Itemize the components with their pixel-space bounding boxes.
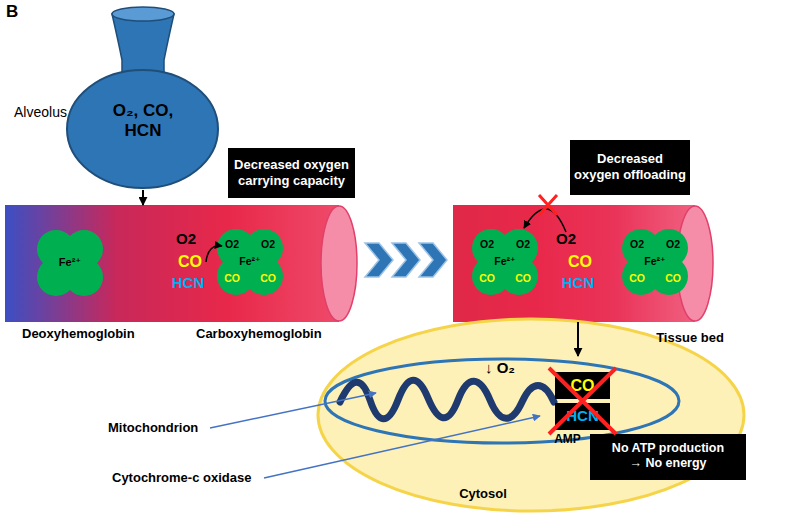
callout-text: No ATP production → No energy: [607, 441, 729, 471]
flow-arrow: [577, 322, 579, 356]
alveolus-circle: O₂, CO, HCN: [65, 68, 220, 190]
gas-label: CO: [255, 272, 281, 285]
inhibitor-box: HCN: [555, 403, 610, 430]
vessel-opening: [321, 206, 357, 321]
gas-label: O2: [546, 230, 586, 248]
inhibitor-box: CO: [555, 372, 610, 399]
callout-text: Decreased oxygen offloading: [573, 151, 687, 182]
hemoglobin-cluster: O2 O2Fe²⁺ CO CO: [214, 226, 286, 298]
gas-label: CO: [624, 272, 650, 285]
callout-text: Decreased oxygen carrying capacity: [231, 157, 352, 188]
callout-box: No ATP production → No energy: [590, 434, 746, 480]
oxygen-label: ↓ O₂: [470, 359, 530, 377]
vessel-body: [453, 205, 695, 322]
airway-rim: [112, 7, 174, 21]
gas-label: HCN: [163, 274, 213, 292]
chevron-arrow: [365, 243, 393, 277]
gas-label: O2: [660, 238, 686, 251]
mitochondrion-shape-fill: [325, 359, 679, 443]
gas-label: O2: [474, 238, 500, 251]
part-name: Carboxyhemoglobin: [196, 326, 322, 342]
iron-label: Fe²⁺: [235, 255, 265, 268]
part-name: Cytochrome-c oxidase: [112, 470, 251, 486]
part-name: Deoxyhemoglobin: [22, 326, 135, 342]
mitochondrion-shape: ↓ O₂ AMP CO HCN: [322, 356, 682, 446]
region-label: Tissue bed: [640, 330, 740, 346]
block-cross: [549, 368, 616, 434]
hemoglobin-cluster: O2 O2Fe²⁺ CO CO: [619, 226, 691, 298]
part-name: Alveolus: [14, 104, 67, 121]
block-cross: [539, 195, 557, 215]
gas-label: CO: [510, 272, 536, 285]
blood-vessel: O2CO HCN Fe²⁺ O2 O2Fe²⁺ CO CO: [5, 205, 357, 322]
gas-label: CO: [555, 376, 610, 395]
part-name: Mitochondrion: [108, 420, 198, 436]
crista-fold: [340, 380, 554, 419]
gas-label: O2: [166, 230, 206, 248]
gas-label: CO: [474, 272, 500, 285]
gas-label: CO: [660, 272, 686, 285]
binding-arrow: [206, 246, 222, 262]
gas-label: O2: [624, 238, 650, 251]
chevron-arrow: [392, 243, 420, 277]
region-label: Cytosol: [448, 486, 518, 502]
iron-label: Fe²⁺: [52, 256, 88, 269]
alveolus-circle-fill: [67, 70, 218, 188]
gas-label: CO: [560, 252, 600, 271]
gas-label: O2: [510, 238, 536, 251]
callout-box: Decreased oxygen carrying capacity: [228, 148, 355, 198]
gas-label: CO: [219, 272, 245, 285]
iron-label: Fe²⁺: [490, 255, 520, 268]
gas-label: HCN: [553, 274, 603, 292]
tissue-bed-cell: Tissue bedCytosol ↓ O₂ AMP CO HCN No ATP prod…: [315, 316, 747, 514]
blood-vessel: O2CO HCN O2 O2Fe²⁺ CO CO O2 O2Fe²⁺ CO CO: [453, 205, 713, 322]
leader-line: [210, 393, 376, 428]
offloading-arrow: [524, 209, 566, 232]
hemoglobin-cluster: O2 O2Fe²⁺ CO CO: [469, 226, 541, 298]
callout-box: Decreased oxygen offloading: [570, 140, 690, 195]
gas-label: O₂, CO, HCN: [103, 101, 183, 142]
hemoglobin-cluster: Fe²⁺: [34, 227, 106, 299]
leader-line: [264, 416, 540, 478]
flow-arrow: [142, 190, 144, 205]
gas-label: O2: [219, 238, 245, 251]
gas-label: HCN: [555, 407, 610, 425]
chevron-arrow: [419, 243, 447, 277]
iron-label: Fe²⁺: [640, 255, 670, 268]
vessel-body: [5, 205, 339, 322]
gas-label: CO: [170, 252, 210, 271]
panel-letter: B: [6, 2, 18, 22]
tissue-bed-cell-fill: [318, 319, 744, 511]
amp-label: AMP: [545, 432, 590, 446]
gas-label: O2: [255, 238, 281, 251]
